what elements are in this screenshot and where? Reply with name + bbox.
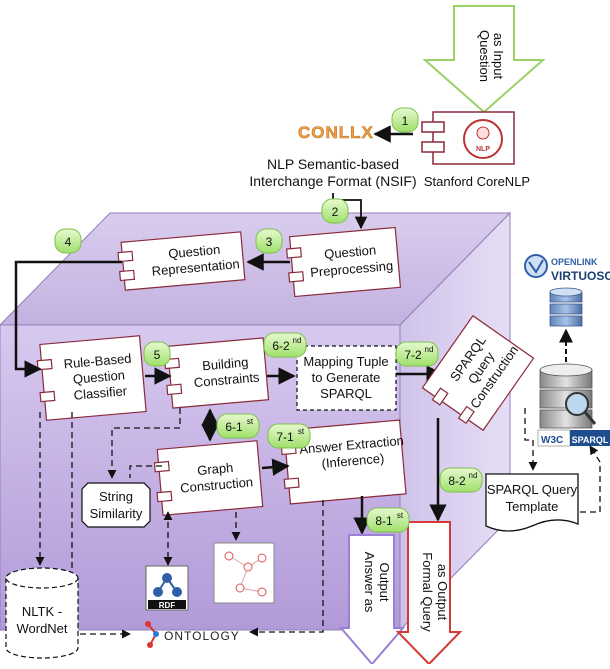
sparql-endpoint-database-icon xyxy=(539,363,597,429)
string-similarity-label-2: Similarity xyxy=(90,506,143,521)
step-badge-2: 2 xyxy=(321,198,349,224)
answer-output-text-2: Output xyxy=(377,562,392,601)
step-7-2-text: 7-2 xyxy=(404,348,422,362)
question-input-text-1: Question xyxy=(477,30,492,82)
question-input-arrow: Question as Input xyxy=(422,5,546,114)
answer-extraction-label-2: (Inference) xyxy=(321,451,385,471)
step-1-text: 1 xyxy=(402,114,409,128)
step-2-text: 2 xyxy=(332,205,339,219)
sparql-template-label-2: Template xyxy=(506,499,559,514)
rule-based-label-3: Classifier xyxy=(73,383,128,403)
answer-extraction-component: Answer Extraction (Inference) xyxy=(280,419,407,505)
step-8-1-text: 8-1 xyxy=(375,514,393,528)
sparql-construction-component: SPARQL Query Construction xyxy=(421,314,535,432)
string-similarity-label-1: String xyxy=(99,489,133,504)
rule-based-classifier-component: Rule-Based Question Classifier xyxy=(36,335,147,421)
nltk-wordnet-db: NLTK - WordNet xyxy=(5,567,79,659)
mapping-tuple-box: Mapping Tuple to Generate SPARQL xyxy=(296,345,397,411)
step-4-text: 4 xyxy=(65,235,72,249)
arrow-graph-to-answer xyxy=(261,458,290,476)
step-7-1-sup: st xyxy=(298,427,305,436)
graph-construction-component: Graph Construction xyxy=(153,440,264,516)
step-8-1-sup: st xyxy=(397,511,404,520)
step-badge-1: 1 xyxy=(391,107,419,133)
building-constraints-label-1: Building xyxy=(202,354,249,373)
formal-output-text-2: as Output xyxy=(435,564,450,621)
step-badge-3: 3 xyxy=(255,228,283,254)
step-8-2-sup: nd xyxy=(469,471,478,480)
nsif-label-1: NLP Semantic-based xyxy=(267,156,399,172)
step-7-1-text: 7-1 xyxy=(276,430,294,444)
sparql-logo-text: SPARQL xyxy=(572,435,609,445)
ontology-logo-text: ONTOLOGY xyxy=(164,629,240,643)
nltk-label-1: NLTK - xyxy=(22,604,62,619)
step-5-text: 5 xyxy=(154,348,161,362)
graph-image xyxy=(213,542,275,604)
rdf-logo-text: RDF xyxy=(159,601,176,610)
formal-output-text-1: Formal Query xyxy=(420,552,435,632)
string-similarity-box: String Similarity xyxy=(81,482,151,528)
sparql-template-document: SPARQL Query Template xyxy=(485,473,579,532)
step-badge-8-1st: 8-1 st xyxy=(366,507,410,533)
nsif-label-2: Interchange Format (NSIF) xyxy=(249,173,416,189)
step-badge-7-2nd: 7-2 nd xyxy=(395,341,439,367)
dash-template-to-w3c xyxy=(580,445,601,513)
nlp-logo-text: NLP xyxy=(476,146,490,153)
sparql-template-label-1: SPARQL Query xyxy=(487,482,578,497)
openlink-virtuoso-logo: OPENLINK VIRTUOSO xyxy=(524,254,610,283)
dash-answer-to-ontology xyxy=(249,500,324,637)
step-badge-5: 5 xyxy=(143,341,171,367)
question-preprocessing-label-2: Preprocessing xyxy=(310,258,394,280)
question-preprocessing-label-1: Question xyxy=(324,242,377,261)
ontology-logo: ONTOLOGY xyxy=(145,621,240,648)
step-badge-6-1st: 6-1 st xyxy=(216,413,260,439)
rdf-logo: RDF xyxy=(145,565,189,611)
building-constraints-label-2: Constraints xyxy=(193,369,260,390)
dash-graph-to-similarity xyxy=(129,465,162,478)
virtuoso-database-icon xyxy=(549,287,583,327)
w3c-sparql-logo: W3C SPARQL xyxy=(537,429,610,447)
step-6-2-sup: nd xyxy=(293,336,302,345)
answer-output-text-1: Answer as xyxy=(362,552,377,613)
nltk-label-2: WordNet xyxy=(16,621,67,636)
stanford-corenlp-label: Stanford CoreNLP xyxy=(424,174,530,189)
question-input-text-2: as Input xyxy=(491,33,506,80)
building-constraints-component: Building Constraints xyxy=(163,337,270,409)
formal-output-arrow: Formal Query as Output xyxy=(395,521,463,666)
mapping-tuple-label-1: Mapping Tuple xyxy=(303,354,388,369)
question-preprocessing-component: Question Preprocessing xyxy=(285,226,402,298)
rule-based-label-2: Question xyxy=(72,367,125,386)
mapping-tuple-label-2: to Generate xyxy=(312,370,381,385)
stanford-corenlp-component: NLP xyxy=(421,111,515,165)
step-7-2-sup: nd xyxy=(425,345,434,354)
question-representation-component: Question Representation xyxy=(117,231,246,291)
question-representation-label-1: Question xyxy=(168,242,221,261)
arrow-nsif-to-preprocessing xyxy=(332,193,368,230)
rule-based-label-1: Rule-Based xyxy=(63,351,132,372)
step-6-2-text: 6-2 xyxy=(272,339,290,353)
step-badge-4: 4 xyxy=(54,228,82,254)
graph-construction-label-1: Graph xyxy=(197,460,234,478)
virtuoso-text: VIRTUOSO xyxy=(551,269,610,283)
dash-constraints-to-similarity xyxy=(107,408,181,479)
magnifier-icon xyxy=(565,392,589,416)
mapping-tuple-label-3: SPARQL xyxy=(320,386,372,401)
w3c-text: W3C xyxy=(541,435,563,446)
step-8-2-text: 8-2 xyxy=(448,474,466,488)
step-6-1-sup: st xyxy=(247,417,254,426)
step-badge-6-2nd: 6-2 nd xyxy=(263,332,307,358)
dash-sparql-to-template xyxy=(524,408,538,471)
step-badge-7-1st: 7-1 st xyxy=(267,423,311,449)
arrow-representation-to-classifier xyxy=(14,260,122,378)
step-6-1-text: 6-1 xyxy=(225,420,243,434)
graph-construction-label-2: Construction xyxy=(180,474,254,495)
conllx-logo: CONLLX xyxy=(298,123,374,142)
step-3-text: 3 xyxy=(266,235,273,249)
answer-output-arrow: Answer as Output xyxy=(338,534,406,666)
step-badge-8-2nd: 8-2 nd xyxy=(439,467,483,493)
openlink-text: OPENLINK xyxy=(551,257,598,267)
